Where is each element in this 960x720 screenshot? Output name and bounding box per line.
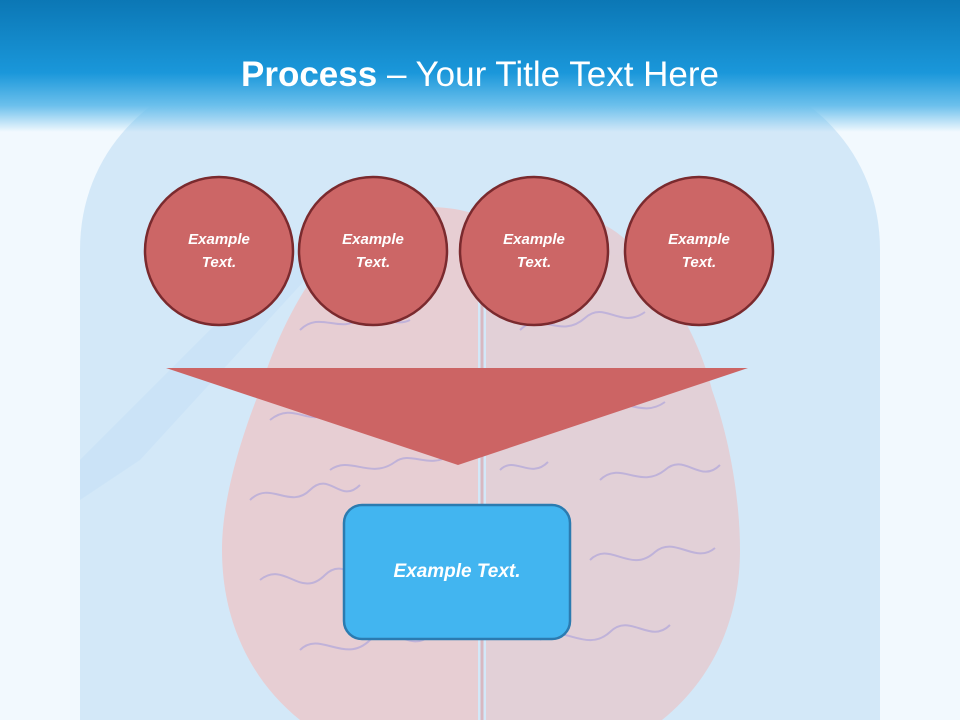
output-box-label: Example Text. [393,561,521,582]
input-circle-4[interactable] [623,175,775,327]
input-circle-1[interactable] [143,175,295,327]
title-bold: Process [241,55,378,94]
title-separator: – [377,55,416,94]
funnel-arrow [166,368,748,465]
background-light-band [80,220,360,500]
input-circle-2[interactable] [297,175,449,327]
output-box[interactable] [342,503,572,641]
title-bar: Process – Your Title Text Here [0,0,960,132]
title-rest: Your Title Text Here [415,55,720,94]
slide-title: Process – Your Title Text Here [0,52,960,98]
input-circle-3[interactable] [458,175,610,327]
